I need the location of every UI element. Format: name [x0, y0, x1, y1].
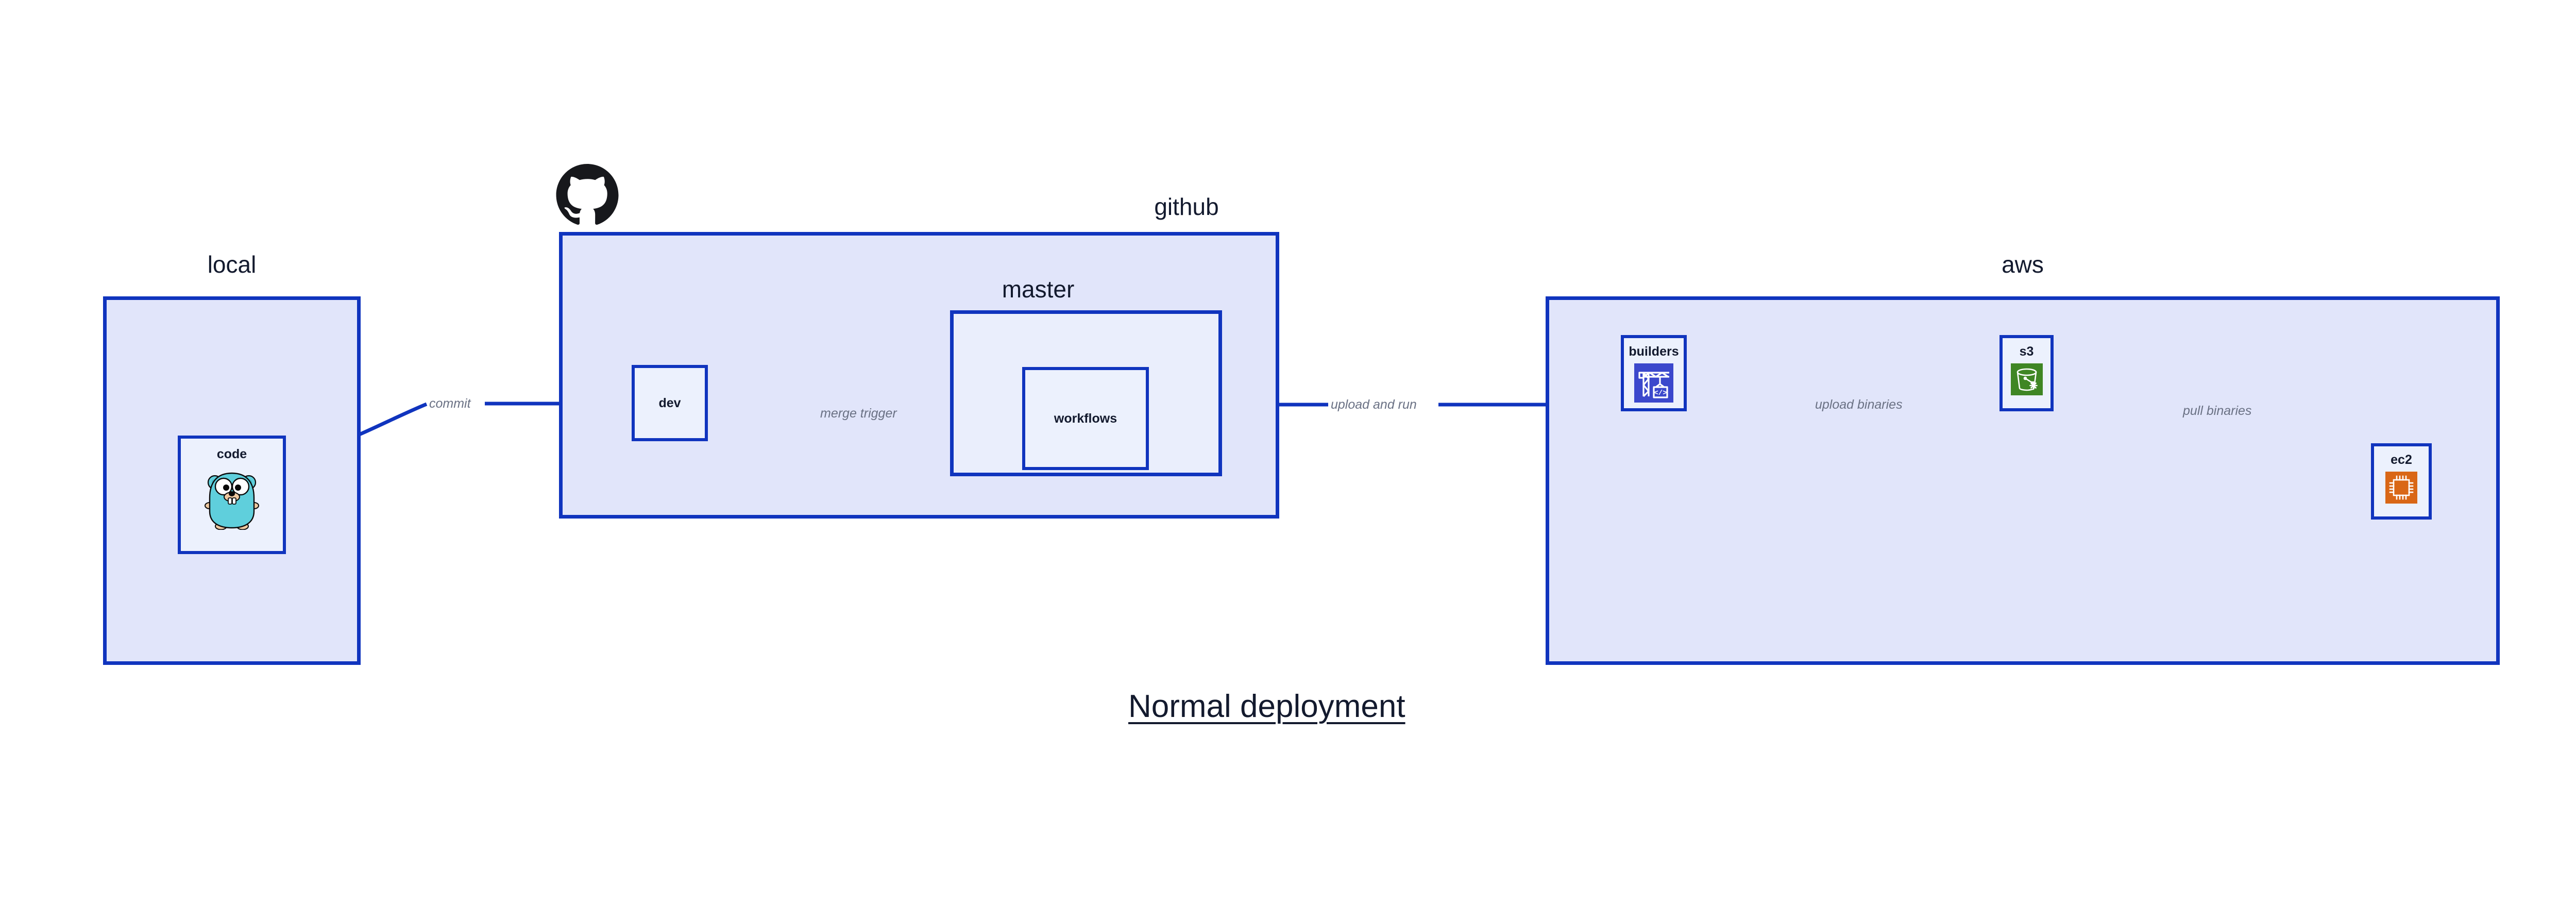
edge-label-pull-binaries: pull binaries: [2183, 404, 2252, 418]
group-title-master: master: [1002, 276, 1075, 303]
node-s3-label: s3: [2019, 344, 2034, 359]
page-title: Normal deployment: [1128, 689, 1405, 724]
edge-label-commit: commit: [429, 396, 471, 411]
github-octocat-icon: [555, 164, 619, 229]
node-code[interactable]: code: [178, 436, 286, 554]
node-ec2[interactable]: ec2: [2371, 443, 2432, 520]
node-workflows-label: workflows: [1054, 411, 1117, 426]
edge-label-upload-and-run: upload and run: [1331, 397, 1417, 412]
node-code-label: code: [216, 447, 247, 461]
edge-label-merge-trigger: merge trigger: [820, 406, 897, 421]
edge-label-upload-binaries: upload binaries: [1815, 397, 1903, 412]
aws-ec2-chip-icon: [2385, 472, 2417, 506]
node-dev[interactable]: dev: [632, 365, 708, 441]
node-workflows[interactable]: workflows: [1022, 367, 1149, 470]
go-gopher-icon: [204, 468, 260, 532]
group-title-github: github: [1154, 193, 1219, 220]
node-ec2-label: ec2: [2391, 453, 2412, 467]
aws-s3-bucket-icon: [2010, 363, 2043, 398]
node-dev-label: dev: [658, 395, 681, 410]
aws-builders-crane-icon: </>: [1634, 363, 1673, 405]
group-title-aws: aws: [2002, 251, 2044, 278]
group-title-local: local: [207, 251, 257, 278]
svg-text:</>: </>: [1654, 389, 1667, 397]
node-builders-label: builders: [1629, 344, 1679, 359]
node-builders[interactable]: builders: [1621, 335, 1687, 411]
node-s3[interactable]: s3: [1999, 335, 2054, 411]
